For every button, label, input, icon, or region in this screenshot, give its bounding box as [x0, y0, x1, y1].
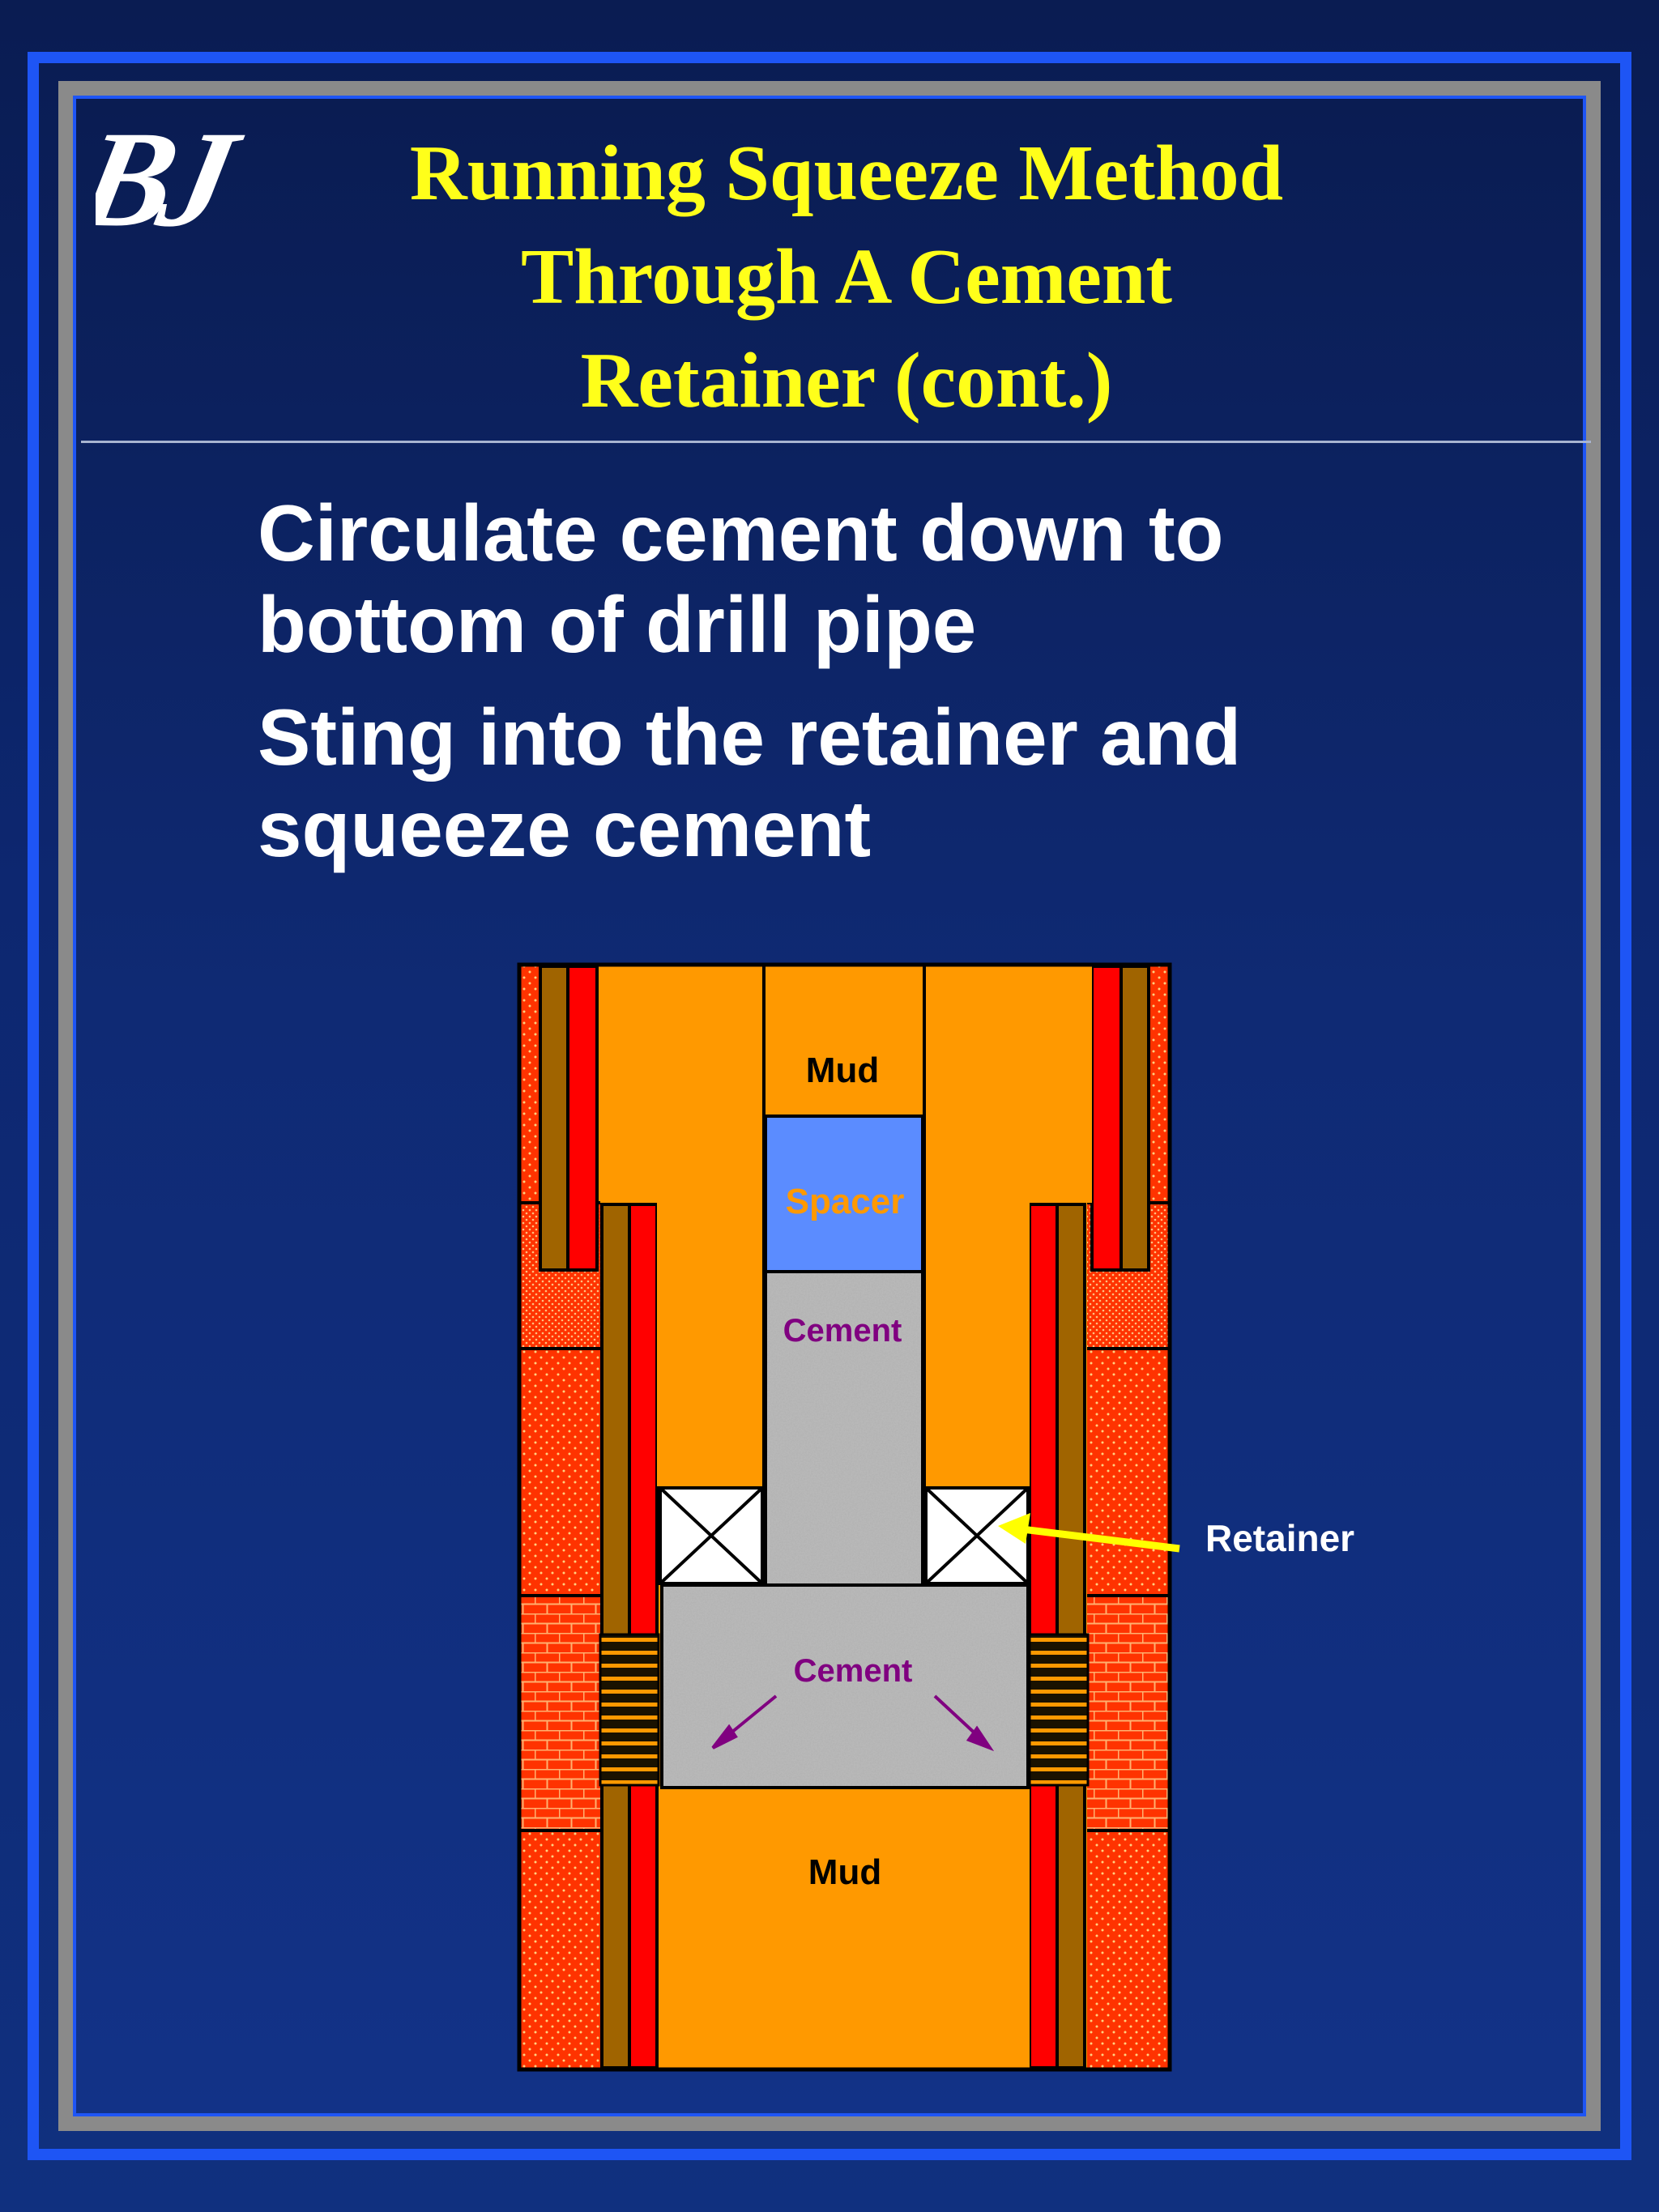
mud-top-region [766, 966, 923, 1116]
annulus-mud-left [600, 966, 764, 1203]
bj-logo: BJ [96, 104, 252, 249]
retainer-right [924, 1486, 1030, 1585]
title-line-1: Running Squeeze Method [409, 130, 1284, 217]
outer-blue-frame [28, 52, 1631, 2160]
slide-title: Running Squeeze Method Through A Cement … [308, 121, 1385, 433]
label-cement-squeeze: Cement [794, 1653, 913, 1689]
well-border [517, 962, 1172, 2072]
label-mud-bottom: Mud [808, 1852, 881, 1892]
formation-left [521, 966, 602, 2068]
bullet-item: Circulate cement down to bottom of drill… [258, 488, 1224, 669]
title-divider [81, 441, 1591, 443]
cement-pipe-region [764, 1270, 924, 1589]
annulus-mud-right [924, 966, 1092, 1203]
bullet-list: Circulate cement down to bottom of drill… [258, 488, 1473, 896]
label-mud-top: Mud [806, 1051, 879, 1090]
retainer-left [659, 1486, 764, 1585]
cement-squeeze-region [660, 1583, 1030, 1789]
perforations-right [1028, 1633, 1090, 1787]
label-retainer: Retainer [1205, 1517, 1355, 1559]
formation-right [1087, 966, 1168, 2068]
label-cement-pipe: Cement [783, 1313, 902, 1349]
title-line-3: Retainer (cont.) [580, 337, 1113, 424]
mud-bottom-region [660, 1789, 1030, 2068]
perforations-left [599, 1633, 660, 1787]
annulus-mud-right-lower [924, 1203, 1030, 1486]
label-spacer: Spacer [786, 1182, 905, 1221]
cement-flow-arrows [711, 1694, 995, 1752]
grey-frame [58, 81, 1601, 2131]
bullet-item: Sting into the retainer and squeeze ceme… [258, 693, 1242, 873]
retainer-arrow-icon [998, 1513, 1180, 1553]
annulus-mud-left-lower [657, 1203, 764, 1486]
title-line-2: Through A Cement [520, 233, 1173, 321]
